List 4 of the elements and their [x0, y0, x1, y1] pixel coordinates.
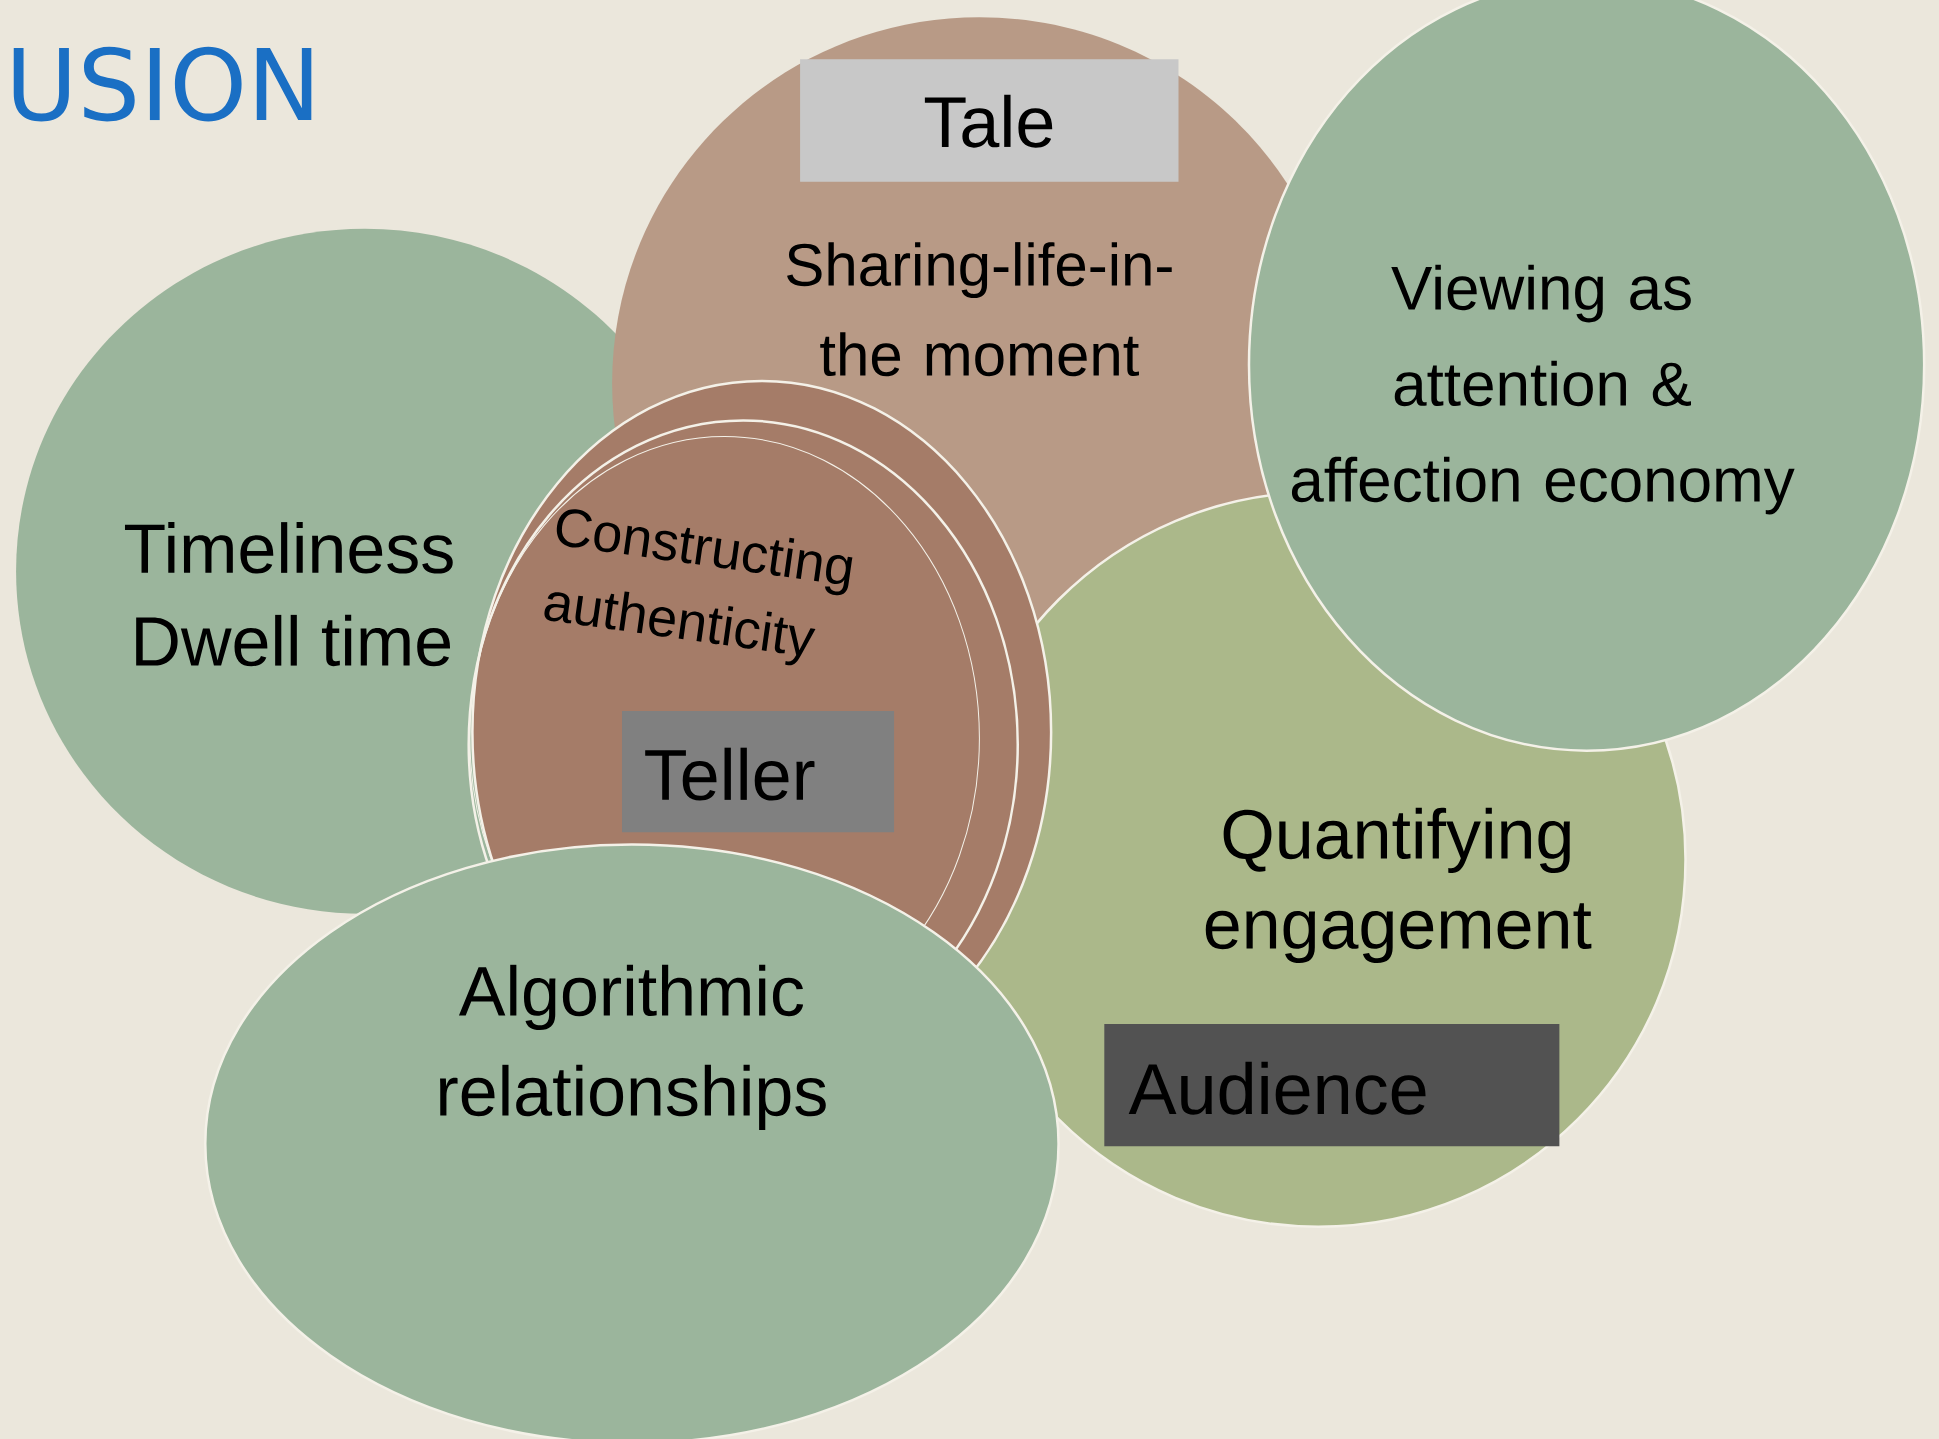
slide-title: USION: [13, 46, 312, 122]
tale-box: Tale: [800, 59, 1179, 182]
teller-box: Teller: [622, 710, 895, 833]
audience-box: Audience: [1104, 1023, 1560, 1147]
